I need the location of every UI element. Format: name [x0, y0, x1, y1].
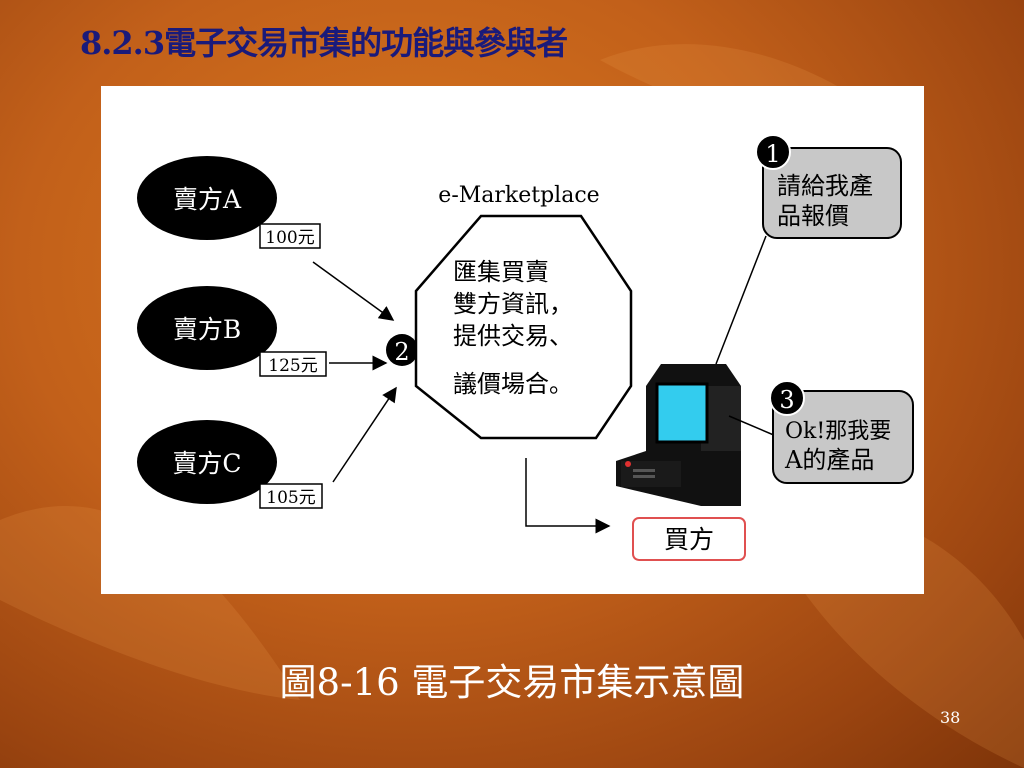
marketplace-line-4: 議價場合。	[453, 370, 573, 398]
step-1-number: 1	[765, 140, 780, 168]
step-1-marker: 1	[755, 134, 791, 170]
connector-callout-1	[715, 235, 767, 365]
buyer-box: 買方	[632, 517, 746, 561]
step-2-number: 2	[394, 338, 409, 366]
arrow-to-buyer	[525, 458, 611, 534]
marketplace-line-2: 雙方資訊，	[453, 290, 573, 318]
buyer-label: 買方	[664, 525, 714, 554]
callout-1-line-1: 請給我產	[777, 172, 873, 200]
seller-c-price-tag: 105元	[259, 483, 323, 509]
connector-callout-3	[728, 415, 777, 437]
seller-b-price: 125元	[268, 356, 317, 376]
marketplace-line-3: 提供交易、	[453, 322, 573, 350]
seller-b-name: 賣方B	[173, 315, 241, 344]
seller-b-price-tag: 125元	[259, 351, 327, 377]
callout-accept-product: Ok!那我要 A的產品	[772, 390, 914, 484]
callout-1-line-2: 品報價	[777, 202, 849, 230]
seller-a-name: 賣方A	[173, 185, 242, 214]
step-3-number: 3	[779, 386, 794, 414]
arrow-seller-c	[332, 386, 397, 483]
slide-title: 8.2.3電子交易市集的功能與參與者	[80, 24, 568, 62]
callout-request-quote: 請給我產 品報價	[762, 147, 902, 239]
e-marketplace-diagram: 賣方A 100元 賣方B 125元 賣方C 105元 2	[137, 134, 914, 561]
marketplace-label: e-Marketplace	[438, 183, 599, 208]
seller-a-price: 100元	[265, 228, 314, 248]
step-3-marker: 3	[769, 380, 805, 416]
seller-c-name: 賣方C	[172, 449, 241, 478]
marketplace-octagon	[414, 214, 633, 440]
marketplace-line-1: 匯集買賣	[453, 258, 549, 286]
seller-a-price-tag: 100元	[259, 223, 321, 249]
seller-c-price: 105元	[266, 488, 315, 508]
computer-icon	[616, 364, 741, 506]
arrow-seller-a	[312, 261, 395, 321]
seller-c: 賣方C	[137, 420, 277, 504]
seller-a: 賣方A	[137, 156, 277, 240]
callout-3-line-2: A的產品	[784, 446, 874, 474]
diagram-panel: 賣方A 100元 賣方B 125元 賣方C 105元 2	[101, 86, 924, 594]
callout-3-line-1: Ok!那我要	[785, 419, 891, 444]
figure-caption: 圖8-16 電子交易市集示意圖	[279, 661, 745, 704]
step-2-marker: 2	[386, 334, 418, 366]
seller-b: 賣方B	[137, 286, 277, 370]
marketplace-description: 匯集買賣 雙方資訊， 提供交易、 議價場合。	[453, 258, 573, 398]
page-number: 38	[940, 708, 961, 727]
